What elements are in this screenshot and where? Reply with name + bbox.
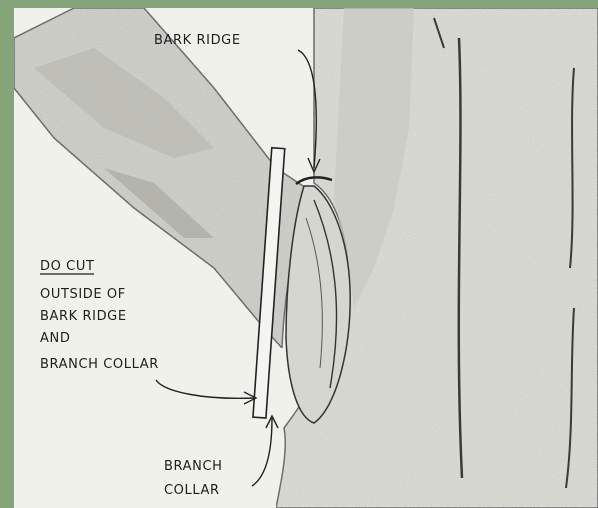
- do-cut-label: DO CUT: [40, 259, 95, 274]
- instruction-line-2: BARK RIDGE: [40, 309, 127, 324]
- branch-collar-label-2: COLLAR: [164, 483, 220, 498]
- instruction-line-4: BRANCH COLLAR: [40, 357, 159, 372]
- bark-ridge-label: BARK RIDGE: [154, 33, 241, 48]
- branch-collar-label-1: BRANCH: [164, 459, 223, 474]
- pruning-diagram: BARK RIDGE DO CUT OUTSIDE OF BARK RIDGE …: [14, 8, 598, 508]
- illustration-canvas: BARK RIDGE DO CUT OUTSIDE OF BARK RIDGE …: [14, 8, 598, 508]
- do-cut-arrow: [156, 380, 254, 398]
- instruction-line-3: AND: [40, 331, 70, 346]
- instruction-line-1: OUTSIDE OF: [40, 287, 126, 302]
- branch-collar-arrow: [252, 418, 272, 486]
